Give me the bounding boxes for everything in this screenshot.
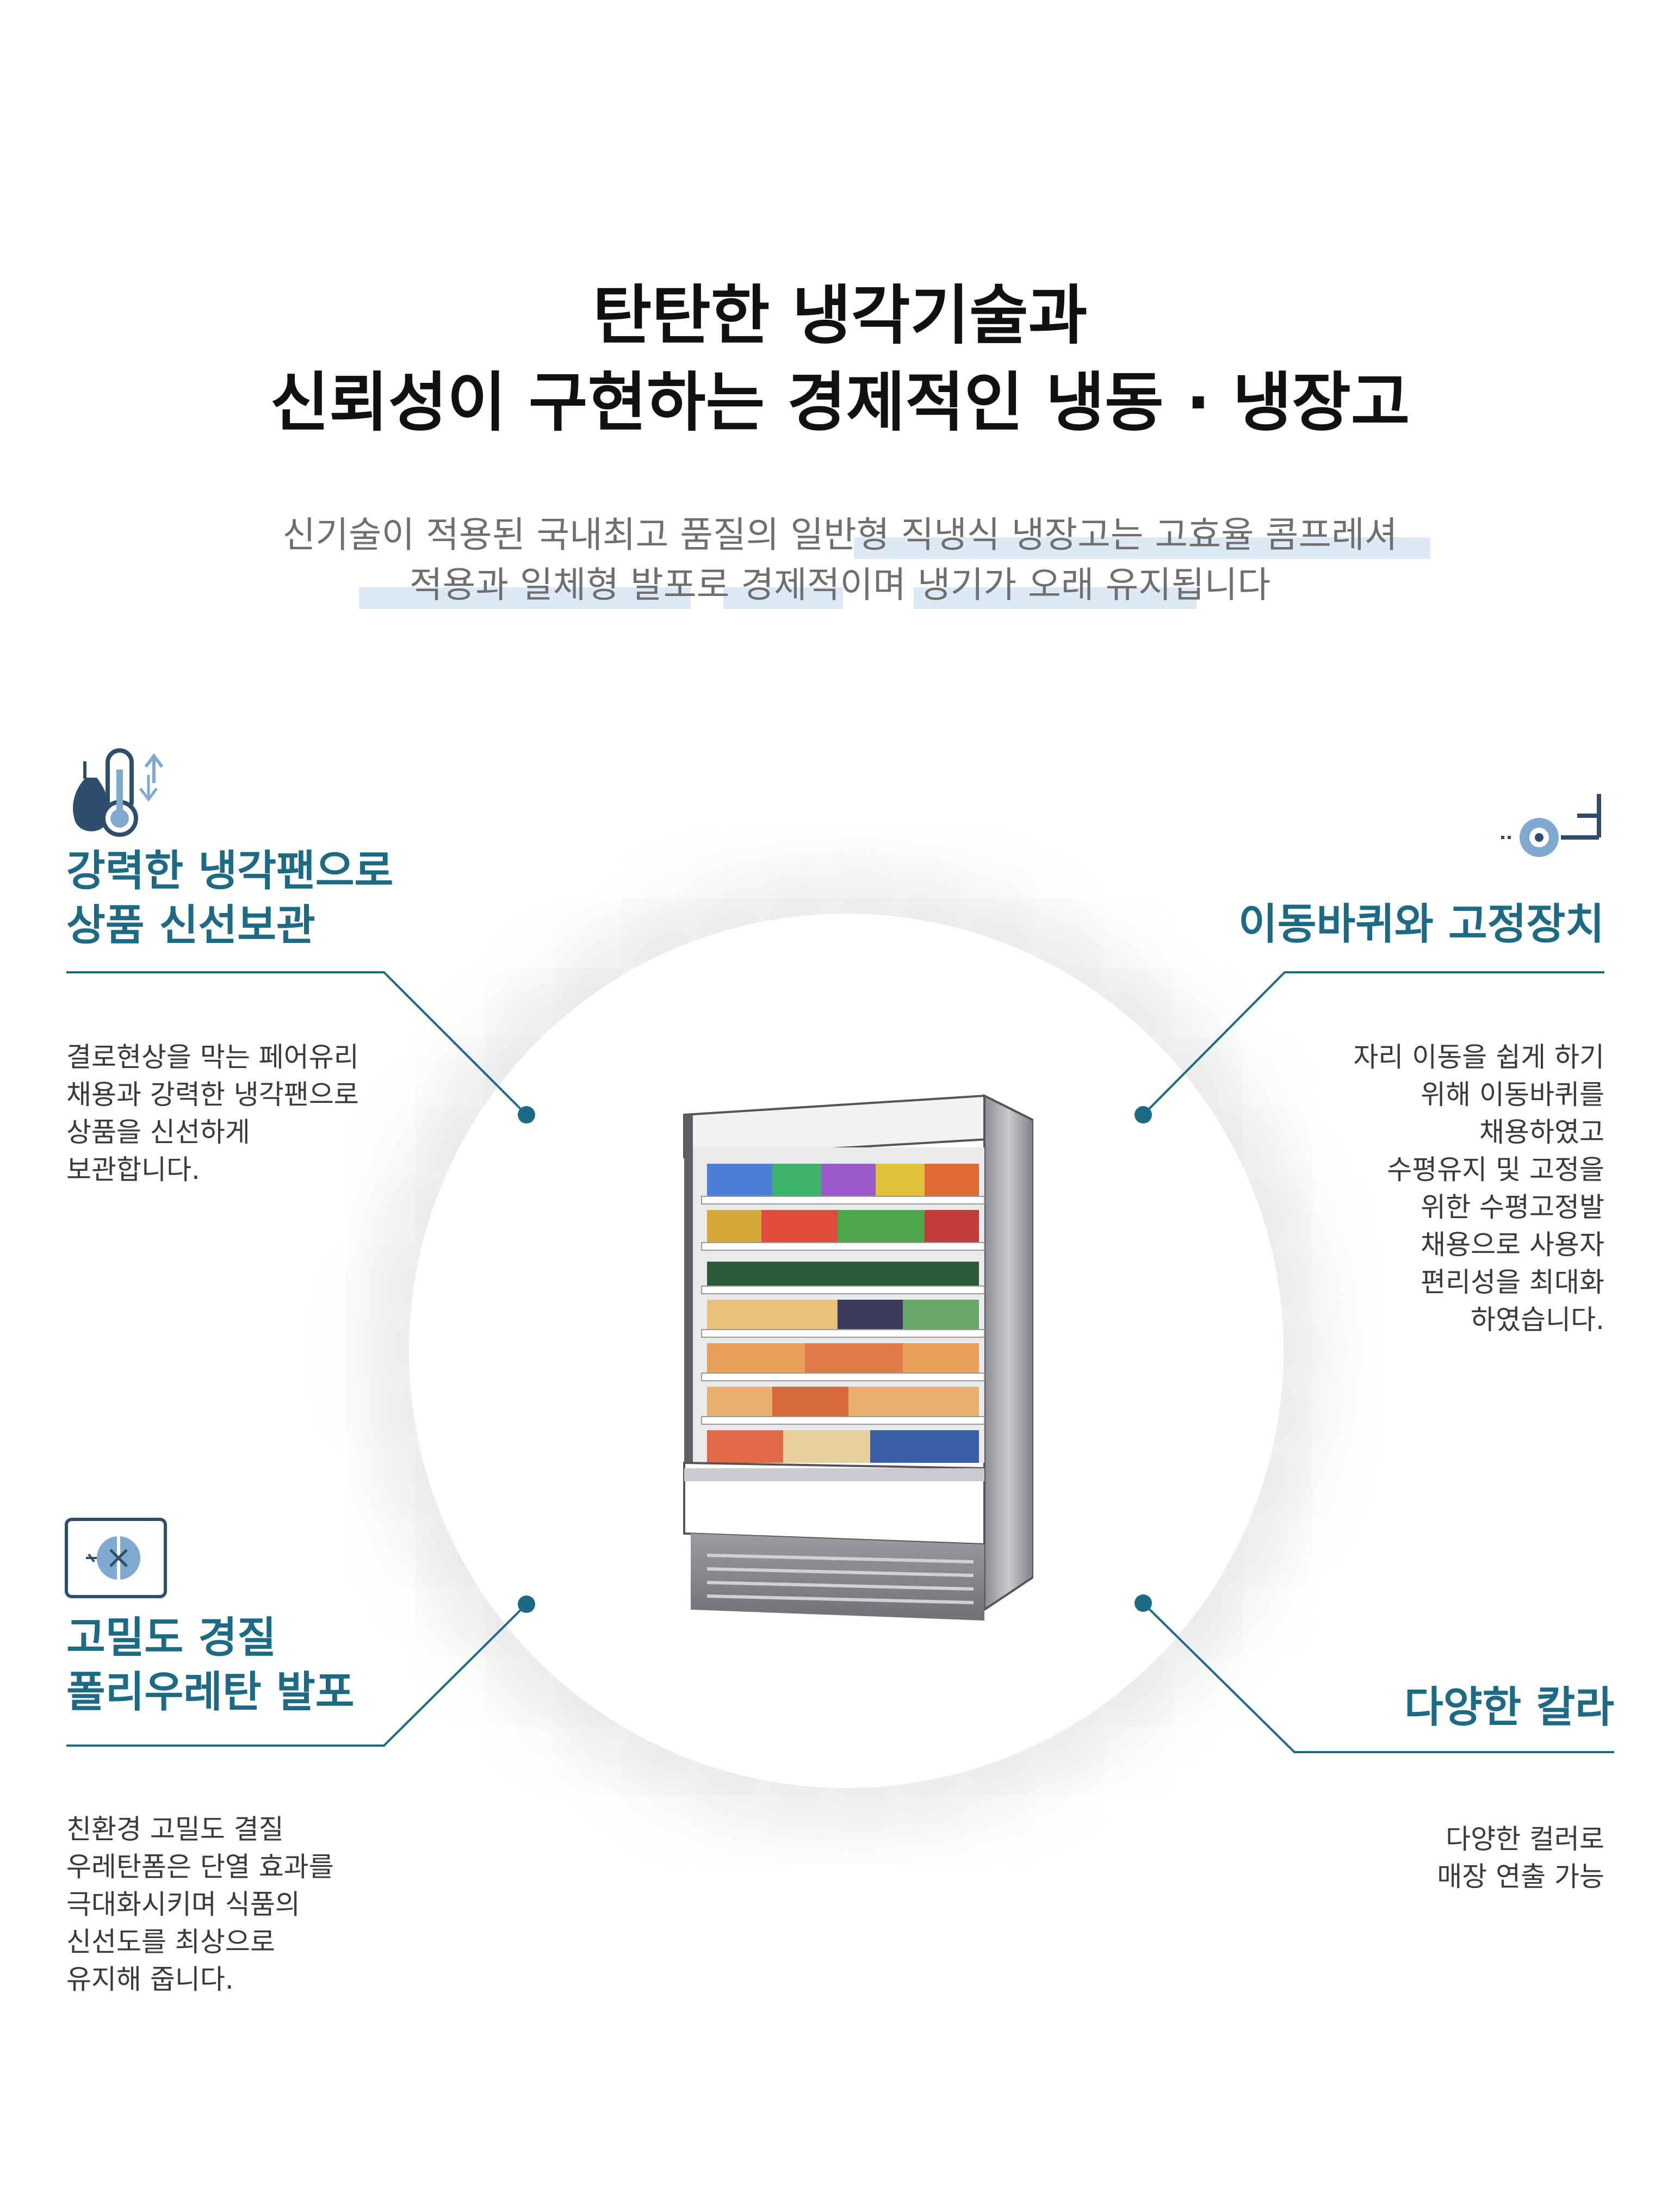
highlight-band: [723, 587, 843, 609]
showcase-refrigerator-image: [683, 1094, 1033, 1621]
connector-dot: [1135, 1106, 1152, 1123]
thermometer-icon: [73, 748, 164, 837]
page-title-line-2: 신뢰성이 구현하는 경제적인 냉동 · 냉장고: [270, 365, 1410, 440]
feature-color-desc: 다양한 컬러로 매장 연출 가능: [1437, 1823, 1604, 1892]
shelves: [701, 1164, 985, 1463]
feature-color-title: 다양한 칼라: [1404, 1683, 1614, 1732]
feature-wheels-desc: 자리 이동을 쉽게 하기 위해 이동바퀴를 채용하였고 수평유지 및 고정을 위…: [1353, 1041, 1604, 1336]
feature-cooling-title: 강력한 냉각팬으로 상품 신선보관: [66, 847, 394, 950]
page-title-line-1: 탄탄한 냉각기술과: [592, 278, 1088, 353]
intro-text: 신기술이 적용된 국내최고 품질의 일반형 직냉식 냉장고는 고효율 콤프레셔 …: [0, 510, 1680, 610]
caster-wheel-icon: [1501, 794, 1601, 857]
intro-line-1: 신기술이 적용된 국내최고 품질의 일반형 직냉식 냉장고는 고효율 콤프레셔: [282, 514, 1398, 556]
feature-wheels-title: 이동바퀴와 고정장치: [1238, 900, 1604, 949]
highlight-band: [914, 587, 1197, 609]
highlight-band: [359, 587, 691, 609]
intro-line-2: 적용과 일체형 발포로 경제적이며 냉기가 오래 유지됩니다: [409, 564, 1271, 606]
connector-dot: [1135, 1594, 1152, 1612]
feature-insulation-title: 고밀도 경질 폴리우레탄 발포: [66, 1613, 355, 1717]
highlight-band: [854, 537, 1430, 559]
connector-dot: [518, 1106, 535, 1123]
feature-insulation-desc: 친환경 고밀도 결질 우레탄폼은 단열 효과를 극대화시키며 식품의 신선도를 …: [66, 1814, 334, 1995]
feature-cooling-desc: 결로현상을 막는 페어유리 채용과 강력한 냉각팬으로 상품을 신선하게 보관합…: [66, 1041, 359, 1185]
connector-dot: [518, 1596, 535, 1613]
page-title: 탄탄한 냉각기술과 신뢰성이 구현하는 경제적인 냉동 · 냉장고: [0, 272, 1680, 446]
insulation-foam-icon: [65, 1518, 167, 1598]
